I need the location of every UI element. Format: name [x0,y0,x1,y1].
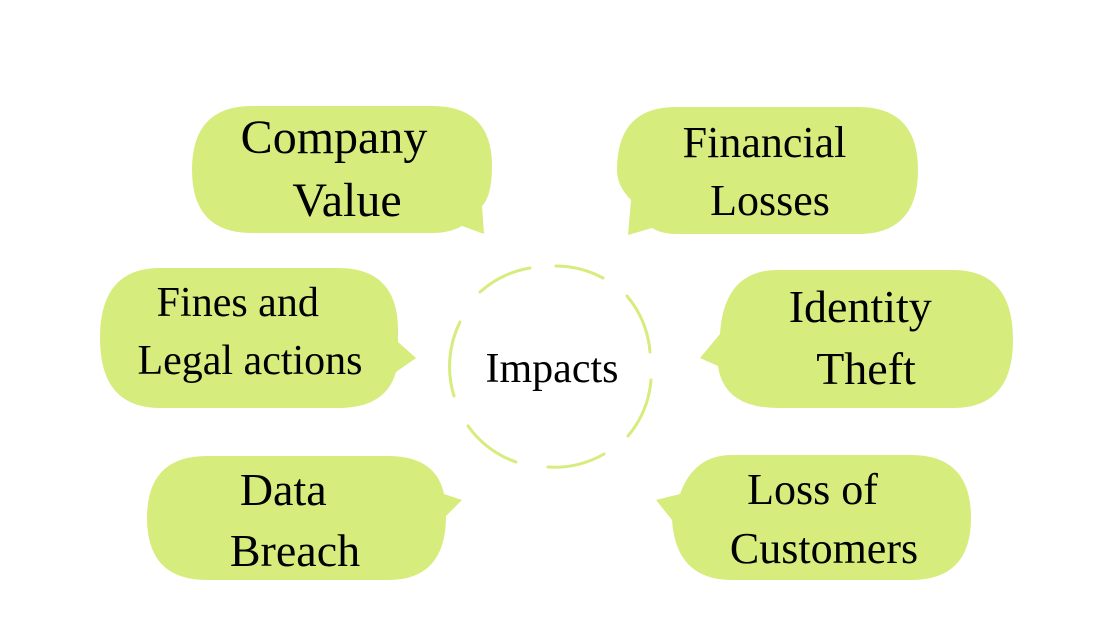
impact-label-line: Customers [730,524,918,573]
speech-bubble-shape [617,107,918,235]
center-label: Impacts [486,346,619,392]
impact-label: Identity Theft [789,281,944,394]
impact-label-line: Breach [230,525,360,576]
impact-label-line: Losses [710,176,830,225]
impact-label-line: Theft [816,343,916,394]
center-ring [448,264,653,469]
speech-bubble-shape [656,455,971,580]
center-node: Impacts [448,264,653,469]
impact-bubble-financial-losses: Financial Losses [617,107,918,235]
impact-label-line: Financial [683,118,847,167]
impact-label-line: Legal actions [137,338,362,384]
impact-label-line: Loss of [747,465,878,514]
speech-bubble-shape [192,106,492,234]
speech-bubble-shape [700,270,1013,408]
impact-label-line: Value [292,174,401,227]
impact-label-line: Identity [789,281,932,332]
impact-bubble-fines-legal-actions: Fines and Legal actions [100,268,416,408]
impact-label: Company Value [241,111,440,227]
speech-bubble-shape [147,456,462,580]
impact-label: Financial Losses [683,118,858,225]
impact-label-line: Company [241,111,428,164]
impact-bubble-data-breach: Data Breach [147,456,462,580]
speech-bubble-shape [100,268,416,408]
impact-bubble-identity-theft: Identity Theft [700,270,1013,408]
impact-label: Loss of Customers [730,465,918,573]
impact-bubble-company-value: Company Value [192,106,492,234]
impact-label: Data Breach [230,464,360,576]
impact-label-line: Fines and [157,280,319,326]
impact-bubble-loss-of-customers: Loss of Customers [656,455,971,580]
impact-label: Fines and Legal actions [137,280,362,384]
impact-label-line: Data [240,464,327,515]
